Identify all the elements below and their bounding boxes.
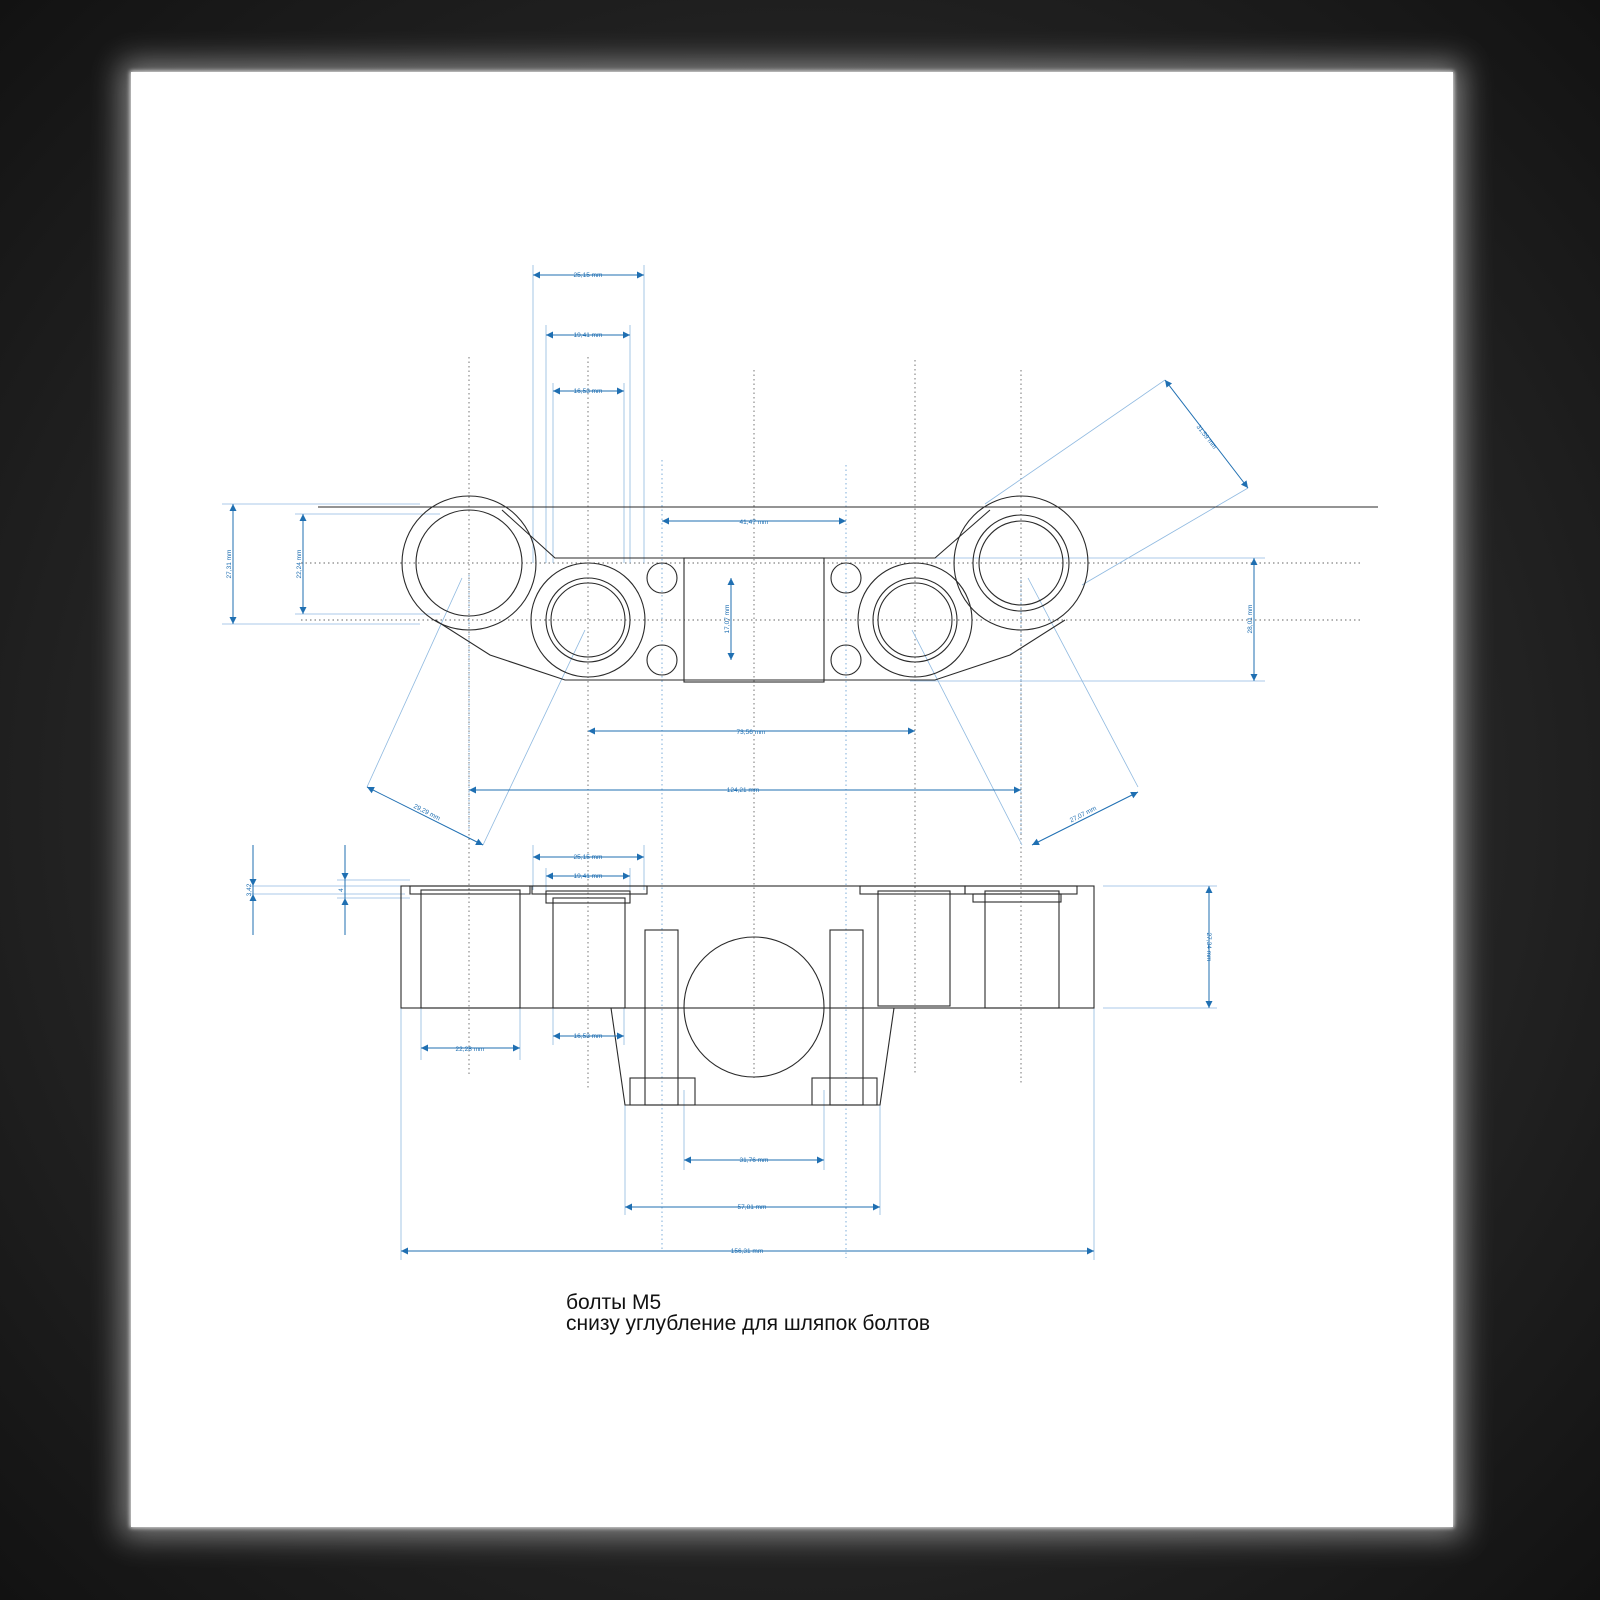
dim-top-41-47: 41,47 mm <box>740 519 769 526</box>
dim-height-27-34: 27,34 mm <box>1205 933 1212 962</box>
dimension-lines <box>229 271 1258 1255</box>
dim-front-25-15: 25,15 mm <box>574 854 603 861</box>
dim-top-25-15: 25,15 mm <box>574 272 603 279</box>
large-bore-left-outer <box>401 495 537 631</box>
lip-dimension-arrows <box>249 845 349 935</box>
dim-top-19-41: 19,41 mm <box>574 332 603 339</box>
dim-front-19-41: 19,41 mm <box>574 873 603 880</box>
dim-diag-31-59: 31,59 mm <box>1195 424 1218 451</box>
dim-top-16-53: 16,53 mm <box>574 388 603 395</box>
dim-bore-22-28: 22,28 mm <box>456 1046 485 1053</box>
front-view-part <box>400 885 1095 1106</box>
dim-lip-3-42: 3,42 <box>246 883 253 896</box>
dim-spacing-124-21: 124,21 mm <box>727 787 760 794</box>
shaft-bore <box>683 936 825 1078</box>
extension-lines <box>222 265 1265 1260</box>
dim-bore-16-53: 16,53 mm <box>574 1033 603 1040</box>
bolt-hole-icon <box>646 562 678 594</box>
center-lines <box>301 357 1362 1090</box>
blue-center-lines <box>468 460 1022 1258</box>
dim-overall-156-31: 156,31 mm <box>731 1248 764 1255</box>
drawing-sheet <box>131 72 1453 1527</box>
dim-diag-29-29: 29,29 mm <box>412 803 441 822</box>
note-bolts: болты М5 <box>566 1291 662 1314</box>
dim-spacing-73-56: 73,56 mm <box>737 729 766 736</box>
dim-height-22-24: 22,24 mm <box>296 550 303 579</box>
dim-base-57-81: 57,81 mm <box>738 1204 767 1211</box>
note-counterbore: снизу углубление для шляпок болтов <box>566 1312 931 1335</box>
dim-center-17-07: 17,07 mm <box>724 605 731 634</box>
dim-clamp-31-76: 31,76 mm <box>740 1157 769 1164</box>
dim-height-27-31: 27,31 mm <box>226 550 233 579</box>
dim-lip-4: 4 <box>338 888 345 892</box>
top-view-part <box>318 495 1378 683</box>
dim-height-28-01: 28,01 mm <box>1247 605 1254 634</box>
dimension-labels: 25,15 mm 19,41 mm 16,53 mm 41,47 mm 31,5… <box>226 272 1254 1255</box>
